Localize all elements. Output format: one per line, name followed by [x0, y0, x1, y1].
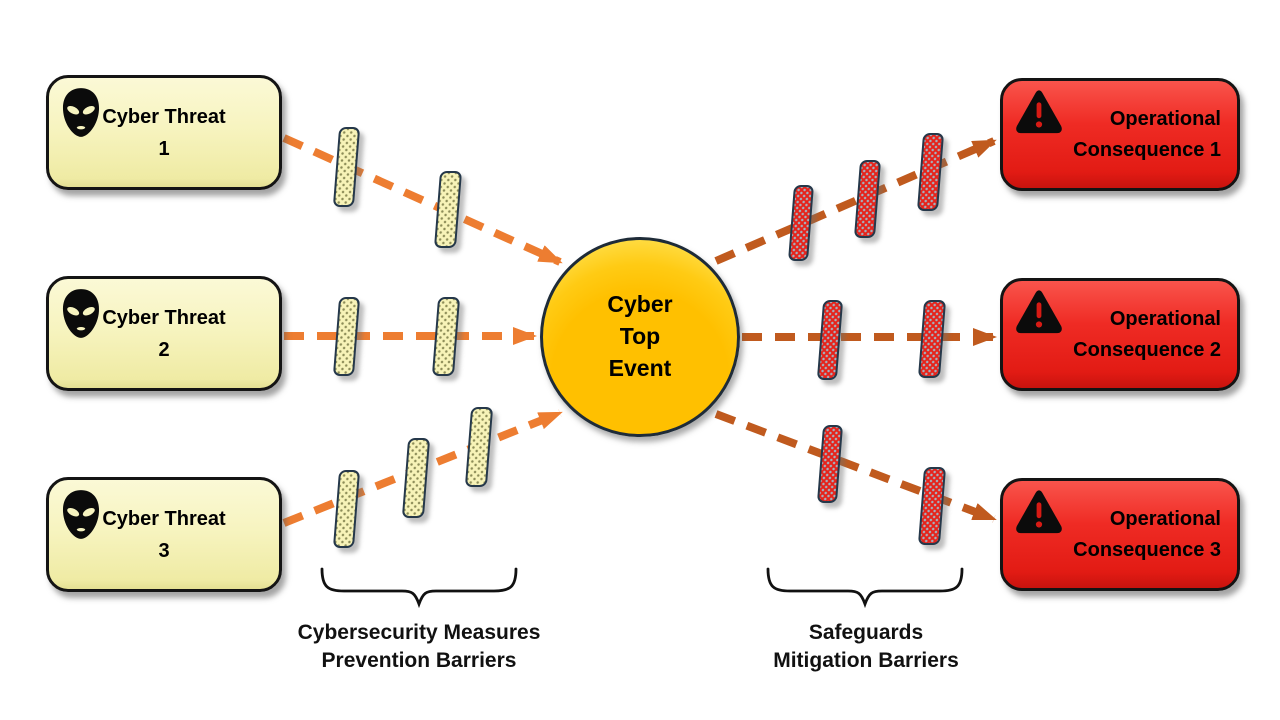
- consequence-label: Consequence 3: [1073, 538, 1221, 561]
- warning-triangle-icon: [1015, 489, 1063, 540]
- prevention-label-line2: Prevention Barriers: [321, 649, 517, 673]
- mitigation-barrier: [917, 300, 947, 378]
- mitigation-label-line2: Mitigation Barriers: [773, 649, 959, 673]
- consequence-label: Consequence 2: [1073, 338, 1221, 361]
- prevention-barrier: [332, 470, 361, 548]
- consequence-label: Operational: [1109, 507, 1221, 530]
- prevention-brace: [320, 567, 518, 609]
- consequence-label: Operational: [1109, 307, 1221, 330]
- prevention-barrier: [332, 297, 361, 376]
- mitigation-barrier: [816, 300, 844, 380]
- mitigation-barriers-label: Safeguards Mitigation Barriers: [701, 619, 1031, 676]
- threat-number: 3: [158, 539, 170, 562]
- top-event-label: Top: [619, 323, 661, 350]
- arrow-topevent-to-consequence1: [714, 137, 997, 265]
- threat-label: Cyber Threat: [102, 306, 226, 329]
- threat-box-3: Cyber Threat 3: [46, 477, 282, 592]
- prevention-barrier: [464, 407, 494, 487]
- arrow-topevent-to-consequence3: [714, 410, 997, 523]
- top-event-label: Cyber: [607, 291, 673, 318]
- prevention-barrier: [431, 297, 461, 376]
- mitigation-barrier: [788, 185, 814, 261]
- threat-label: Cyber Threat: [102, 507, 226, 530]
- prevention-barrier: [401, 438, 431, 518]
- prevention-label-line1: Cybersecurity Measures: [297, 621, 541, 644]
- mitigation-barrier: [816, 425, 844, 503]
- mitigation-label-line1: Safeguards: [808, 621, 924, 644]
- consequence-box-3: Operational Consequence 3: [1000, 478, 1240, 591]
- top-event-label: Event: [608, 354, 672, 381]
- consequence-label: Consequence 1: [1073, 138, 1221, 161]
- prevention-barriers-label: Cybersecurity Measures Prevention Barrie…: [254, 619, 584, 676]
- consequence-box-1: Operational Consequence 1: [1000, 78, 1240, 191]
- prevention-barrier: [332, 127, 361, 207]
- prevention-barrier: [433, 171, 463, 248]
- mitigation-barrier: [916, 133, 945, 211]
- mitigation-barrier: [917, 467, 947, 545]
- alien-icon: [58, 86, 104, 144]
- alien-icon: [58, 488, 104, 546]
- threat-box-1: Cyber Threat 1: [46, 75, 282, 190]
- mitigation-brace: [766, 567, 964, 609]
- consequence-box-2: Operational Consequence 2: [1000, 278, 1240, 391]
- threat-number: 1: [158, 137, 170, 160]
- threat-box-2: Cyber Threat 2: [46, 276, 282, 391]
- alien-icon: [58, 287, 104, 345]
- mitigation-barrier: [853, 160, 882, 238]
- threat-number: 2: [158, 338, 170, 361]
- warning-triangle-icon: [1015, 289, 1063, 340]
- threat-label: Cyber Threat: [102, 105, 226, 128]
- warning-triangle-icon: [1015, 89, 1063, 140]
- consequence-label: Operational: [1109, 107, 1221, 130]
- arrow-threat1-to-topevent: [282, 134, 563, 266]
- cyber-top-event-node: Cyber Top Event: [540, 237, 740, 437]
